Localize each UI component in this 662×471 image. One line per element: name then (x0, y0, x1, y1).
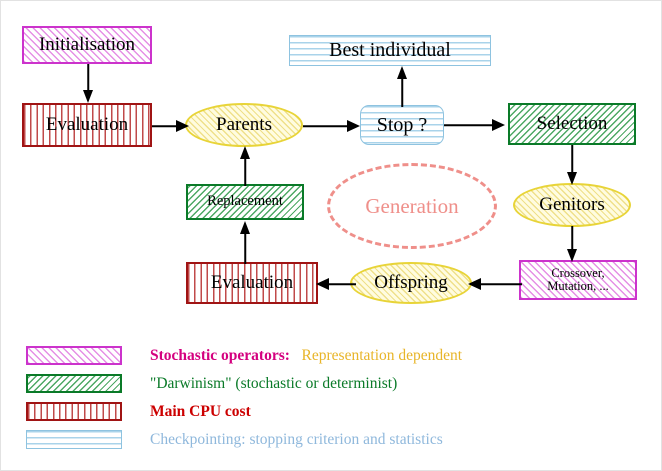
legend-text-primary: Stochastic operators: (150, 346, 290, 364)
arrow-head-up-icon (239, 221, 250, 234)
node-selection[interactable]: Selection (508, 103, 636, 145)
legend-row: Stochastic operators: Representation dep… (26, 346, 462, 365)
arrow-shaft (303, 125, 351, 127)
legend-text-primary: Main CPU cost (150, 402, 251, 420)
arrow-shaft (401, 73, 403, 107)
node-replacement-label: Replacement (207, 193, 283, 210)
arrow-evaluation-to-replacement (238, 219, 252, 264)
node-genitors-label: Genitors (539, 194, 605, 216)
arrow-shaft (571, 145, 573, 177)
arrow-head-left-icon (468, 278, 481, 290)
node-offspring-label: Offspring (374, 272, 448, 294)
legend-text: "Darwinism" (stochastic or determinist) (150, 375, 397, 393)
node-parents-label: Parents (216, 114, 272, 136)
arrow-genitors-to-operators (565, 226, 579, 264)
node-best-individual-label: Best individual (329, 39, 451, 61)
node-initialisation-label: Initialisation (38, 34, 136, 56)
node-parents[interactable]: Parents (185, 103, 303, 147)
legend-text-primary: Checkpointing: stopping criterion and st… (150, 430, 443, 448)
arrow-head-down-icon (82, 90, 93, 103)
arrow-shaft (444, 124, 496, 126)
arrow-head-right-icon (347, 120, 360, 132)
node-best-individual[interactable]: Best individual (289, 35, 491, 66)
node-generation: Generation (327, 163, 497, 249)
node-selection-label: Selection (536, 113, 608, 135)
node-stop-label: Stop ? (376, 113, 428, 136)
node-evaluation-bottom-label: Evaluation (210, 272, 294, 294)
arrow-offspring-to-evaluation (316, 277, 356, 291)
arrow-replacement-to-parents (238, 142, 252, 186)
arrow-shaft (152, 125, 180, 127)
node-evaluation-top-label: Evaluation (45, 114, 129, 136)
legend-text-primary: "Darwinism" (stochastic or determinist) (150, 374, 398, 392)
node-operators[interactable]: Crossover, Mutation, ... (519, 260, 637, 300)
legend-text: Main CPU cost (150, 403, 251, 421)
magenta-hatch-swatch (26, 346, 122, 365)
node-replacement[interactable]: Replacement (186, 184, 304, 220)
arrow-operators-to-offspring (468, 277, 522, 291)
blue-hatch-swatch (26, 430, 122, 449)
legend-row: Main CPU cost (26, 402, 251, 421)
node-evaluation-top[interactable]: Evaluation (22, 103, 152, 147)
node-generation-label: Generation (365, 193, 459, 218)
legend-row: Checkpointing: stopping criterion and st… (26, 430, 443, 449)
arrow-evaluation-to-parents (152, 119, 192, 133)
node-evaluation-bottom[interactable]: Evaluation (186, 262, 318, 304)
arrow-shaft (87, 64, 89, 94)
arrow-shaft (326, 283, 356, 285)
arrow-shaft (244, 152, 246, 186)
arrow-stop-to-selection (444, 118, 510, 132)
arrow-shaft (571, 226, 573, 254)
node-offspring[interactable]: Offspring (350, 262, 472, 304)
arrow-head-left-icon (316, 278, 329, 290)
red-hatch-swatch (26, 402, 122, 421)
node-initialisation[interactable]: Initialisation (22, 26, 152, 64)
arrow-head-down-icon (566, 172, 577, 185)
arrow-shaft (244, 227, 246, 264)
arrow-initialisation-to-evaluation (81, 64, 95, 104)
node-genitors[interactable]: Genitors (513, 183, 631, 227)
node-operators-label: Crossover, Mutation, ... (547, 265, 609, 293)
legend-row: "Darwinism" (stochastic or determinist) (26, 374, 397, 393)
arrow-head-right-icon (492, 119, 505, 131)
legend-text: Checkpointing: stopping criterion and st… (150, 431, 443, 449)
node-stop[interactable]: Stop ? (360, 105, 444, 145)
arrow-parents-to-stop (303, 119, 363, 133)
legend-text: Stochastic operators: Representation dep… (150, 347, 462, 365)
arrow-shaft (478, 283, 522, 285)
arrow-head-right-icon (176, 120, 189, 132)
arrow-head-up-icon (396, 66, 407, 79)
green-hatch-swatch (26, 374, 122, 393)
arrow-head-down-icon (566, 249, 577, 262)
arrow-head-up-icon (239, 146, 250, 159)
arrow-stop-to-best-individual (395, 63, 409, 107)
legend-text-secondary: Representation dependent (289, 346, 463, 364)
arrow-selection-to-genitors (565, 145, 579, 187)
